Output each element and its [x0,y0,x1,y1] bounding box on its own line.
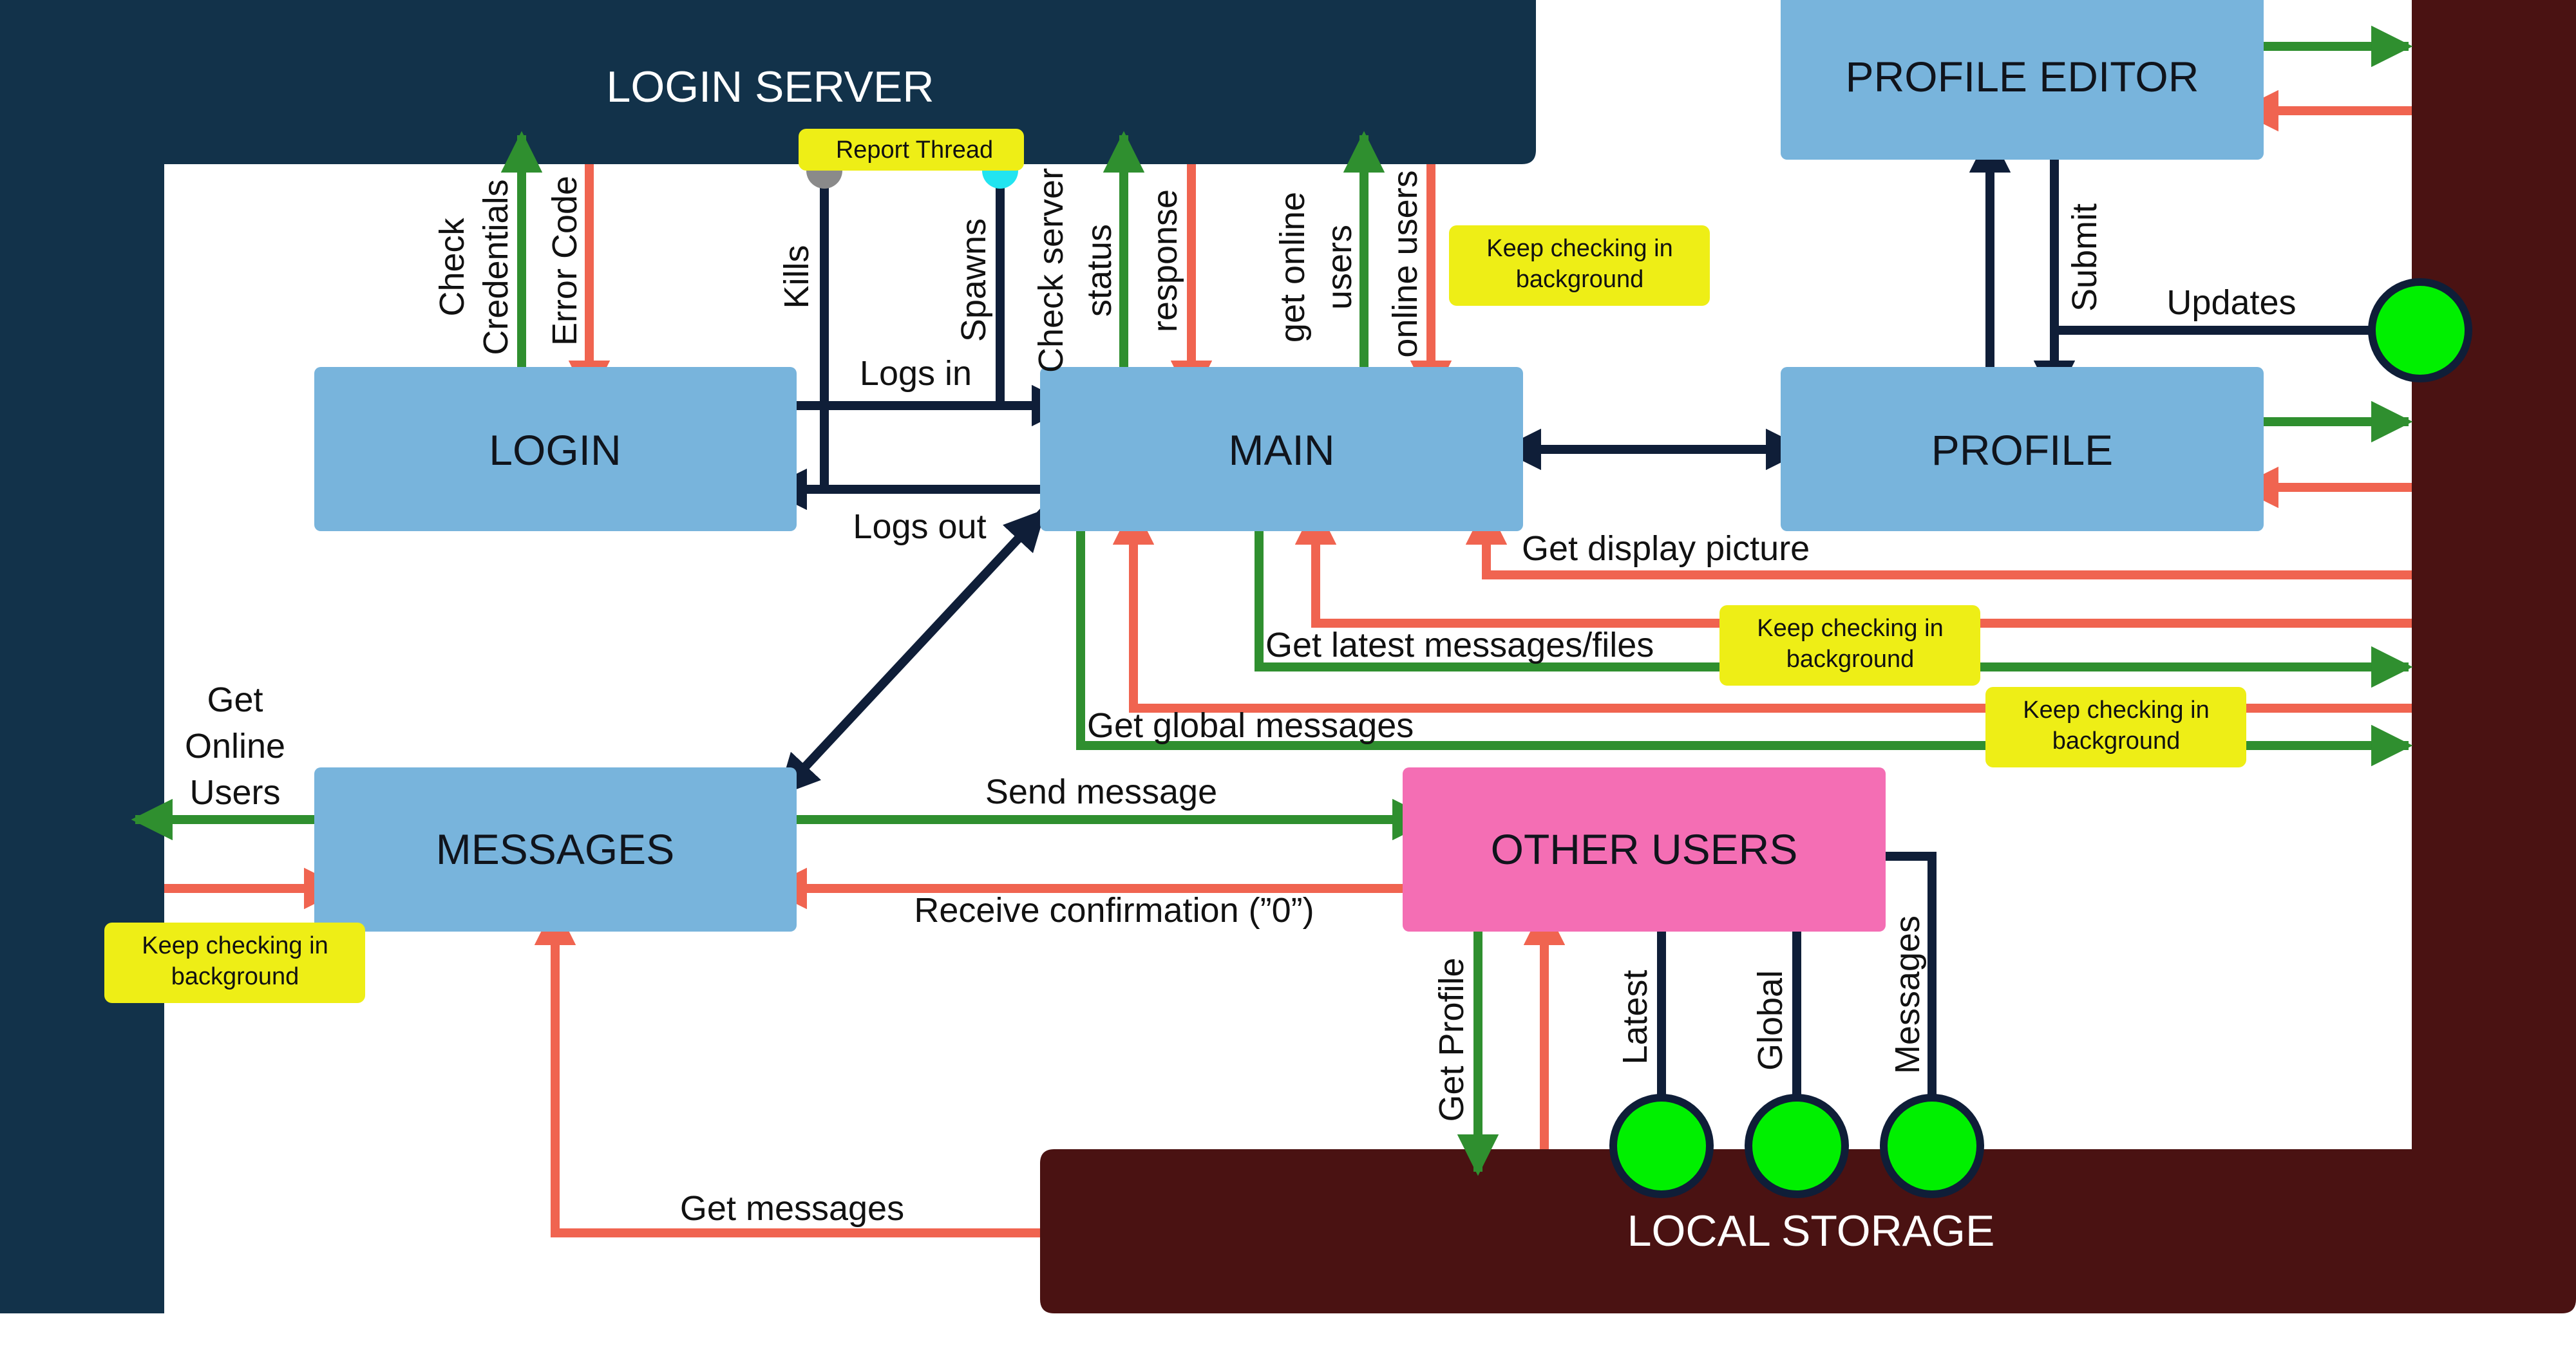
latest-node [1609,1094,1714,1198]
send-message-label: Send message [985,773,1217,811]
svg-text:background: background [1516,266,1644,293]
receive-confirmation-label: Receive confirmation (”0”) [914,891,1314,930]
other-users-label: OTHER USERS [1491,825,1798,873]
profile-editor-box[interactable]: PROFILE EDITOR [1781,0,2264,160]
get-global-messages-arrow [1076,531,2413,767]
main-messages-arrow [777,509,1047,796]
vertical-edge-labels: Check Credentials Error Code Kills Spawn… [433,168,2104,1122]
messages-box[interactable]: MESSAGES [314,767,797,932]
login-box[interactable]: LOGIN [314,367,797,531]
local-storage-container: LOCAL STORAGE [1040,0,2576,1313]
keep-checking-note-messages: Keep checking in background [104,923,365,1003]
get-display-picture-label: Get display picture [1522,529,1810,568]
latest-label: Latest [1616,970,1654,1064]
svg-text:Keep checking in: Keep checking in [142,932,328,959]
keep-checking-note-global: Keep checking in background [1985,687,2246,767]
local-storage-label: LOCAL STORAGE [1627,1206,1995,1255]
get-online-users-label-1: get online [1273,192,1312,343]
login-label: LOGIN [489,426,621,474]
updates-node [2368,278,2472,382]
global-node [1745,1094,1849,1198]
profile-box[interactable]: PROFILE [1781,367,2264,531]
check-server-status-label-1: Check server [1032,168,1070,373]
get-online-users-label-2: users [1320,225,1359,310]
spawns-label: Spawns [954,218,993,342]
latest-messages-return-arrow [1294,503,2412,628]
report-thread-label: Report Thread [836,136,993,164]
svg-text:Keep checking in: Keep checking in [2023,697,2209,724]
login-server-label: LOGIN SERVER [607,62,934,111]
get-messages-arrow [534,903,1040,1237]
profile-label: PROFILE [1931,426,2113,474]
messages-storage-line [1884,852,1937,1123]
check-credentials-label-2: Credentials [477,179,515,355]
report-thread: Report Thread [799,129,1024,189]
svg-text:background: background [171,963,299,990]
get-latest-messages-label: Get latest messages/files [1265,626,1654,664]
logs-in-label: Logs in [860,354,972,393]
messages-node [1880,1094,1984,1198]
other-users-box[interactable]: OTHER USERS [1403,767,1886,932]
storage-nodes [1609,278,2472,1198]
keep-checking-note-latest: Keep checking in background [1719,605,1980,686]
get-latest-messages-arrow [1255,531,2413,688]
updates-label: Updates [2166,283,2296,322]
keep-checking-note-main: Keep checking in background [1449,225,1710,306]
logs-out-label: Logs out [853,507,986,546]
main-box[interactable]: MAIN [1040,367,1523,531]
submit-label: Submit [2065,203,2104,312]
online-users-label: online users [1386,170,1425,357]
main-label: MAIN [1229,426,1335,474]
check-credentials-label-1: Check [433,217,471,316]
connectors [131,25,2413,1237]
kills-label: Kills [777,245,816,308]
global-label: Global [1751,970,1790,1071]
check-server-status-label-2: status [1080,224,1119,317]
svg-text:background: background [2052,728,2181,755]
get-global-messages-label: Get global messages [1087,706,1414,745]
messages-storage-label: Messages [1888,915,1927,1074]
svg-text:Keep checking in: Keep checking in [1757,615,1943,642]
horizontal-edge-labels: Logs in Logs out Updates Get display pic… [185,283,2297,1228]
get-online-users-left-label-3: Users [189,773,280,812]
get-profile-label: Get Profile [1432,957,1471,1122]
get-online-users-left-label-2: Online [185,727,285,765]
error-code-label: Error Code [545,176,584,346]
get-messages-label: Get messages [680,1189,904,1228]
response-label: response [1146,189,1184,332]
get-online-users-left-label-1: Get [207,681,263,719]
profile-editor-label: PROFILE EDITOR [1846,53,2199,100]
messages-label: MESSAGES [436,825,674,873]
svg-text:background: background [1786,646,1915,673]
svg-text:Keep checking in: Keep checking in [1486,235,1672,262]
